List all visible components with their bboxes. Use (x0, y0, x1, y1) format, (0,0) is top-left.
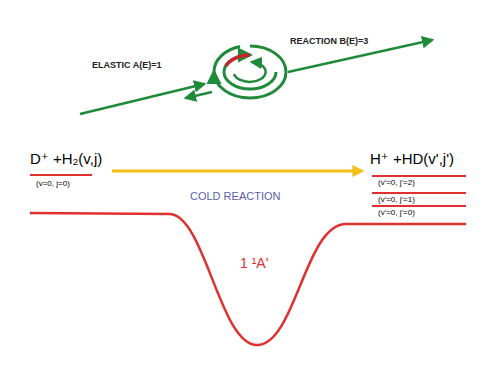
energy-level (30, 174, 92, 176)
elastic-return-arrow (186, 92, 212, 98)
energy-level (372, 192, 466, 194)
reactant-label: D⁺ +H₂(v,j) (30, 150, 102, 167)
energy-level (372, 205, 466, 207)
cold-reaction-arrow (112, 170, 362, 173)
red-arc (226, 55, 250, 66)
level-label: (v'=0, j'=2) (378, 178, 415, 187)
level-label: (v'=0, j'=1) (378, 195, 415, 204)
complex-swirl (214, 46, 286, 98)
elastic-arrow (80, 84, 204, 114)
product-label: H⁺ +HD(v',j') (370, 150, 454, 167)
potential-curve (30, 213, 466, 345)
state-label: 1 ¹A' (240, 255, 268, 271)
arrow-label: COLD REACTION (190, 190, 280, 203)
process-label: REACTION B(E)=3 (290, 36, 368, 46)
level-label: (v=0, j=0) (36, 179, 70, 188)
complex-swirl (234, 62, 266, 82)
complex-swirl (224, 55, 276, 89)
process-label: ELASTIC A(E)=1 (92, 60, 161, 70)
level-label: (v'=0, j'=0) (378, 208, 415, 217)
energy-level (372, 175, 466, 177)
